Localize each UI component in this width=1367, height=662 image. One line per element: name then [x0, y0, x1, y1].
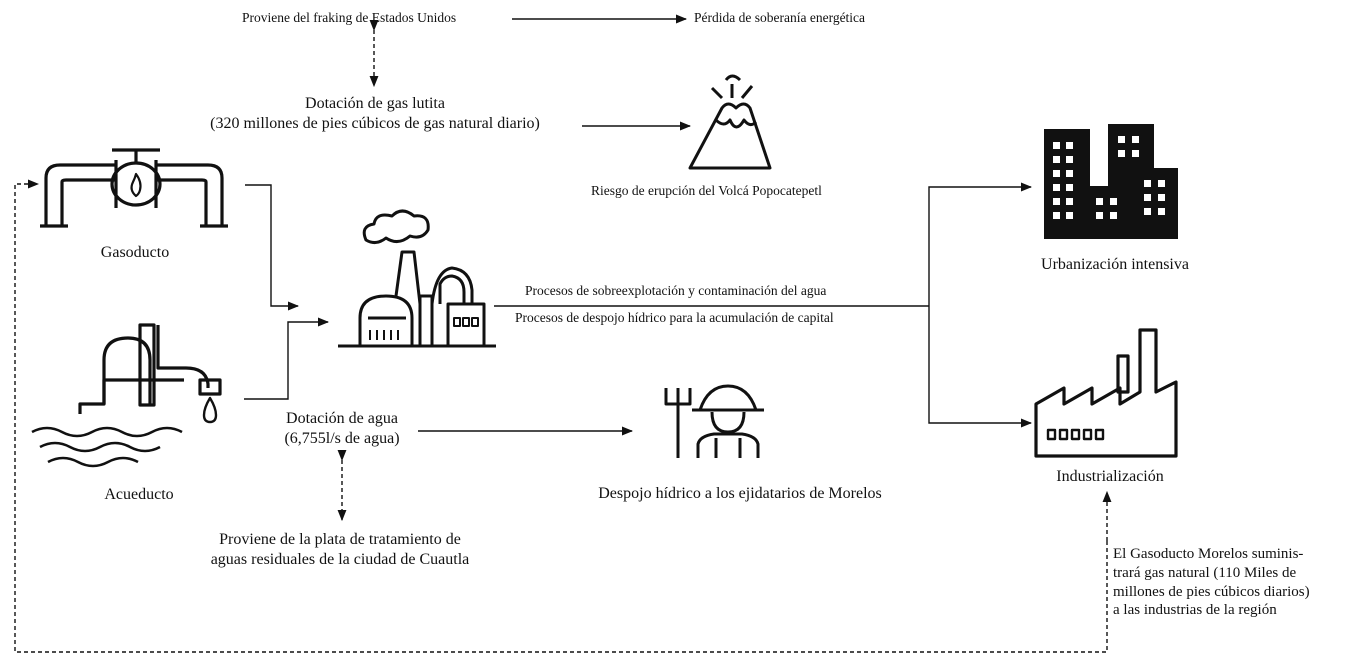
- arrow-acueducto-to-plant: [244, 317, 330, 400]
- gas-allocation-amount: (320 millones de pies cúbicos de gas nat…: [210, 114, 540, 132]
- arrow-split-to-urbanization: [928, 182, 1033, 306]
- sovereignty-loss-label: Pérdida de soberanía energética: [694, 10, 866, 25]
- water-origin-label: Proviene de la plata de tratamiento de a…: [170, 530, 510, 569]
- arrow-gasoducto-to-plant: [245, 184, 300, 311]
- city-buildings-icon: [1044, 124, 1178, 239]
- aqueduct-icon: [31, 323, 222, 468]
- process-dispossession-label: Procesos de despojo hídrico para la acum…: [515, 310, 834, 325]
- process-contamination-label: Procesos de sobreexplotación y contamina…: [525, 283, 827, 298]
- water-origin-line1: Proviene de la plata de tratamiento de: [219, 531, 461, 548]
- gas-supply-note-line2: trará gas natural (110 Miles de: [1113, 564, 1297, 581]
- gas-pipeline-icon: [40, 148, 228, 228]
- water-allocation-amount: (6,755l/s de agua): [284, 429, 400, 447]
- gasoducto-label: Gasoducto: [100, 244, 170, 261]
- industrialization-label: Industrialización: [1056, 468, 1164, 485]
- gas-supply-note-line4: a las industrias de la región: [1113, 602, 1277, 619]
- arrow-split-to-industrialization: [928, 306, 1033, 428]
- water-allocation-title: Dotación de agua: [286, 410, 398, 427]
- gas-allocation-label: Dotación de gas lutita (320 millones de …: [170, 94, 580, 133]
- water-origin-line2: aguas residuales de la ciudad de Cuautla: [210, 550, 470, 568]
- fracking-origin-label: Proviene del fraking de Estados Unidos: [242, 10, 457, 25]
- acueducto-label: Acueducto: [104, 486, 174, 503]
- volcano-icon: [688, 74, 772, 170]
- volcano-risk-label: Riesgo de erupción del Volcá Popocatepet…: [591, 183, 822, 198]
- factory-icon: [1034, 328, 1178, 458]
- dashed-loop-gas-supply: [14, 179, 1108, 653]
- urbanization-label: Urbanización intensiva: [1041, 256, 1189, 273]
- farmer-with-pitchfork-icon: [664, 384, 764, 458]
- gas-supply-note-line1: El Gasoducto Morelos suminis-: [1113, 546, 1304, 562]
- power-plant-icon: [338, 209, 496, 348]
- connectors: [14, 14, 1112, 653]
- water-allocation-label: Dotación de agua (6,755l/s de agua): [262, 409, 422, 448]
- gas-allocation-title: Dotación de gas lutita: [305, 95, 445, 112]
- gas-supply-note-line3: millones de pies cúbicos diarios): [1113, 583, 1310, 600]
- farmers-dispossession-label: Despojo hídrico a los ejidatarios de Mor…: [598, 485, 882, 502]
- gas-supply-note: El Gasoducto Morelos suminis- trará gas …: [1113, 545, 1363, 620]
